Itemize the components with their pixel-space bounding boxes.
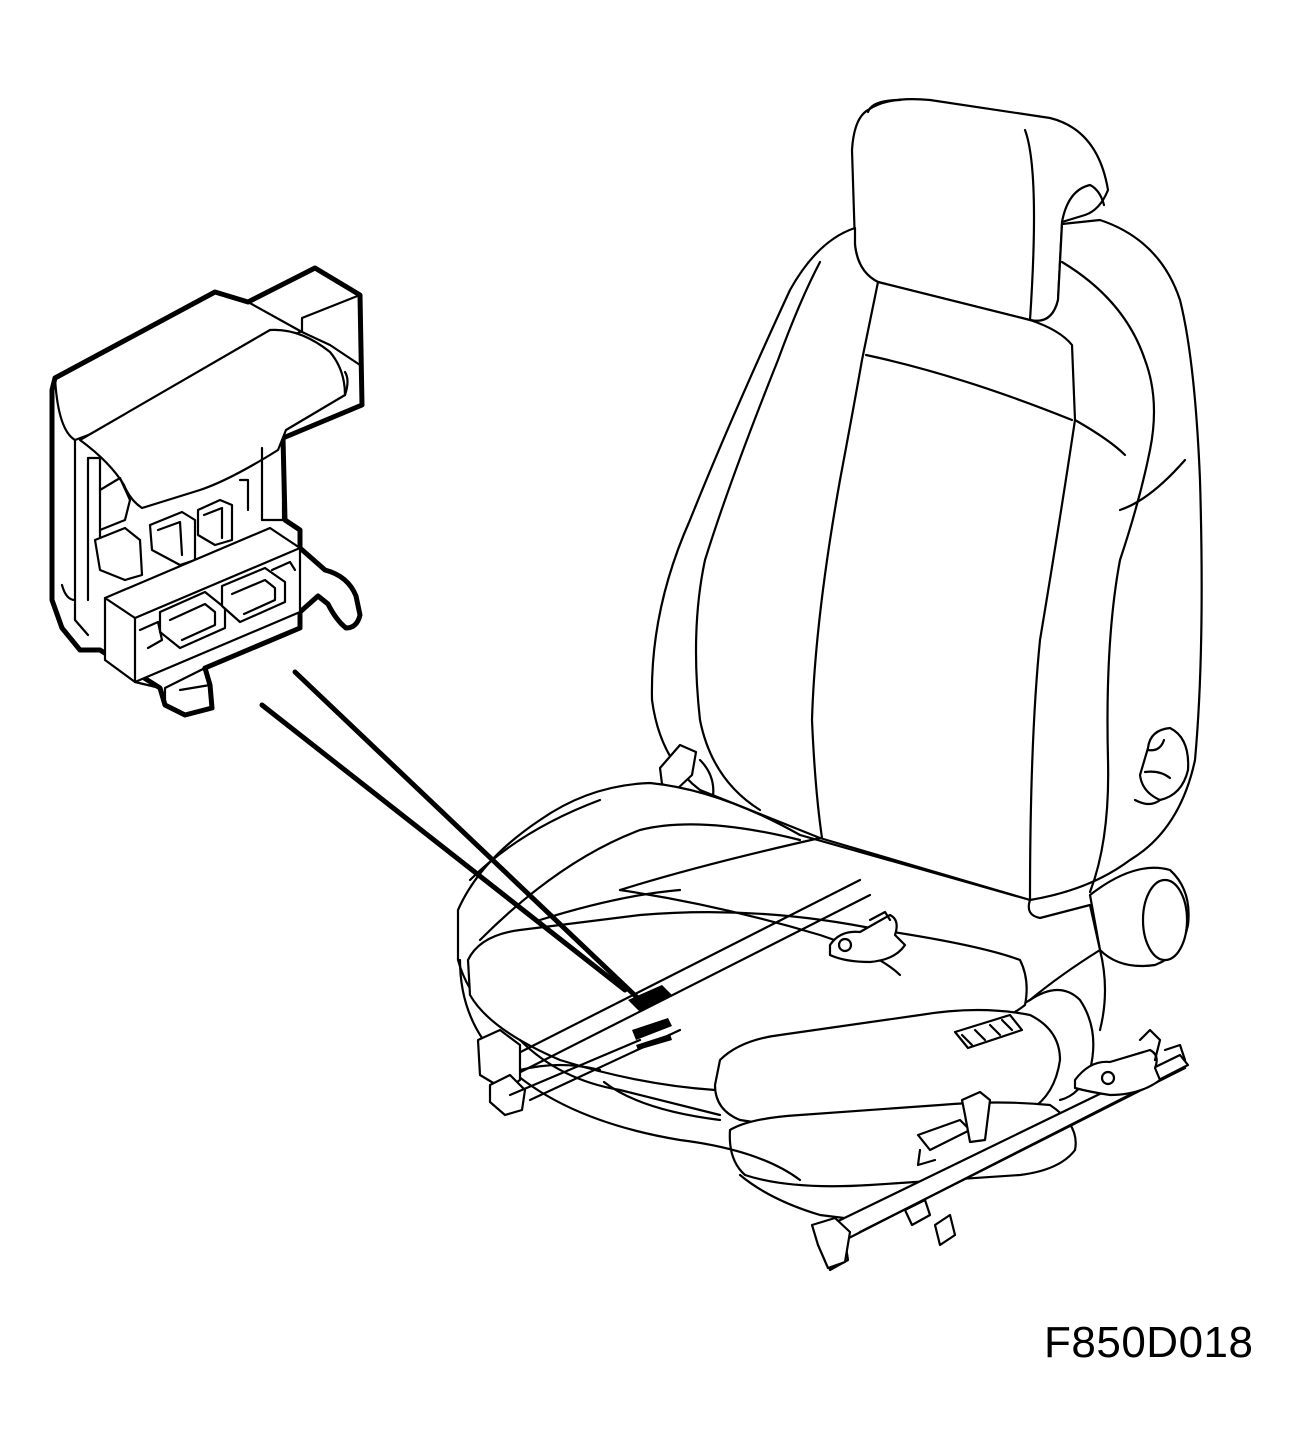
switch-enlarged-view (49, 265, 365, 718)
seat-side-switch (953, 1013, 1024, 1050)
adjust-levers (828, 910, 1187, 1167)
seat-illustration (456, 98, 1203, 1272)
seat-edge-overlay (468, 798, 602, 882)
recline-knob (1133, 726, 1190, 806)
leader-lines (259, 669, 672, 1050)
backrest (650, 218, 1203, 902)
figure-code-label: F850D018 (1044, 1318, 1254, 1367)
hinge-cover (1088, 866, 1190, 968)
